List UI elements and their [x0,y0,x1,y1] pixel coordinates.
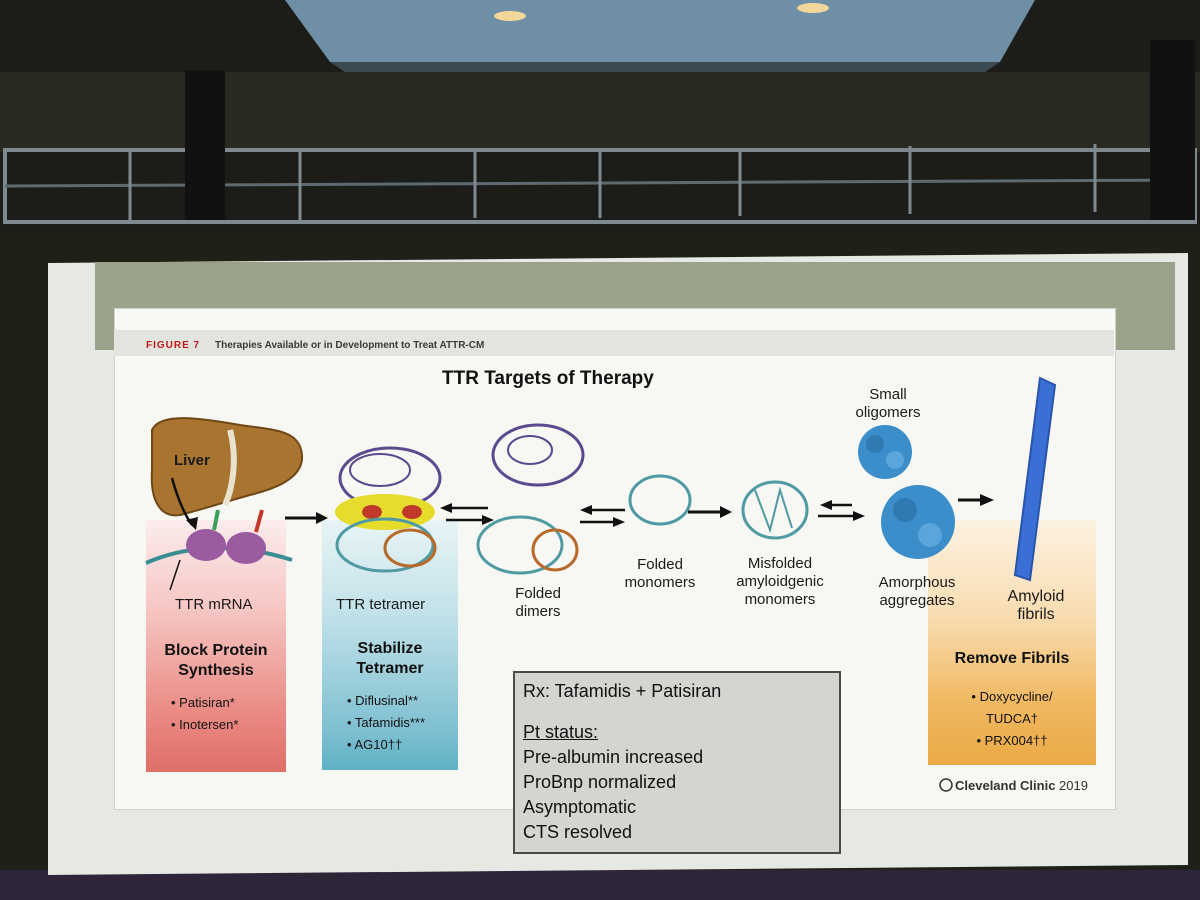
amyloid-fibril-illustration [1013,376,1057,582]
label-ttr-tetramer: TTR tetramer [336,596,426,613]
status-item: Asymptomatic [523,797,637,817]
copyright-year: 2019 [1059,778,1088,793]
remove-fibrils-panel [928,520,1096,765]
status-item: Pre-albumin increased [523,747,704,767]
remove-fibrils-drugs: • Doxycycline/ TUDCA† • PRX004†† [971,689,1053,748]
figure-header-bar [114,330,1114,356]
stabilize-tetramer-drugs: • Diflusinal** • Tafamidis*** • AG10†† [347,693,426,752]
copyright-symbol [939,778,953,792]
misfolded-monomer-illustration [741,480,809,540]
liver-illustration [150,417,304,517]
figure-caption: Therapies Available or in Development to… [215,340,485,351]
figure-label: FIGURE 7 [146,340,201,351]
ttr-tetramer-illustration [335,446,442,573]
ceiling-light [494,11,526,21]
ribosome-mrna-illustration [145,509,293,591]
case-status-box: Rx: Tafamidis + Patisiran Pt status: Pre… [513,671,841,854]
status-item: ProBnp normalized [523,772,677,792]
folded-dimers-illustration [476,423,585,575]
block-synthesis-panel [146,520,286,772]
label-ttr-mrna: TTR mRNA [175,596,253,613]
label-liver: Liver [174,452,210,469]
folded-monomer-illustration [628,474,692,526]
small-oligomers-illustration [858,425,912,479]
stabilize-tetramer-panel [322,520,458,770]
rx-line: Rx: Tafamidis + Patisiran [523,681,722,701]
ceiling-light [797,3,829,13]
status-heading: Pt status: [523,722,599,742]
block-synthesis-drugs: • Patisiran* • Inotersen* [171,695,239,732]
copyright-brand: Cleveland Clinic [955,778,1056,793]
status-item: CTS resolved [523,822,633,842]
remove-fibrils-title: Remove Fibrils [954,650,1070,667]
copyright-notice: Cleveland Clinic 2019 [955,778,1088,793]
amorphous-aggregates-illustration [881,485,955,559]
diagram-title: TTR Targets of Therapy [442,368,654,389]
